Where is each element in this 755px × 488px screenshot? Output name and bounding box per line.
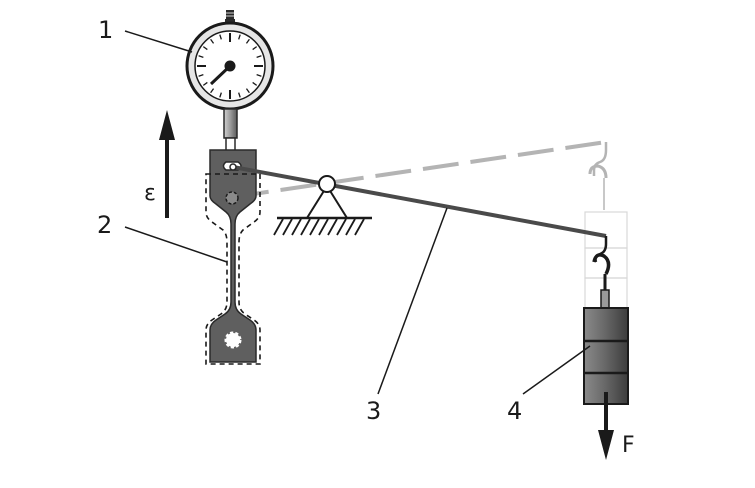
label-1: 1 (98, 16, 113, 44)
weight-assembly (583, 236, 629, 405)
gauge-stem (223, 108, 238, 139)
hatch-line (300, 218, 311, 236)
hatch-line (291, 218, 302, 236)
gauge-tick (219, 34, 222, 40)
gauge-tick (256, 55, 262, 58)
specimen-bottom-hole (224, 331, 242, 349)
specimen-shifted-hole (225, 191, 239, 205)
gauge-tick (219, 92, 222, 98)
gauge-tick (198, 55, 204, 58)
ghost-initial-position (232, 140, 628, 309)
label-2: 2 (97, 211, 112, 239)
gauge-tick (238, 34, 241, 40)
label-4: 4 (507, 397, 522, 425)
dial-gauge (185, 10, 275, 153)
ground-hatching (273, 218, 365, 236)
lever-pin (229, 163, 237, 171)
weight-stack (583, 307, 629, 405)
gauge-tick (210, 38, 215, 44)
specimen-deformed-outline (205, 173, 261, 365)
gauge-tick (210, 88, 215, 94)
leader-line-3 (377, 207, 448, 395)
fulcrum (273, 184, 372, 236)
strain-symbol: ε (144, 181, 156, 206)
hatch-line (273, 218, 284, 236)
gauge-tick (238, 92, 241, 98)
gauge-tick (252, 81, 258, 86)
arrow-down-icon (598, 430, 614, 460)
lever (232, 165, 607, 238)
leader-line-1 (124, 30, 193, 53)
gauge-tick (202, 81, 208, 86)
label-3: 3 (366, 397, 381, 425)
gauge-hub (224, 60, 236, 72)
weight-rod (600, 289, 610, 309)
hatch-line (336, 218, 347, 236)
gauge-tick (252, 46, 258, 51)
gauge-tick (256, 74, 262, 77)
leader-line-4 (522, 345, 591, 395)
hatch-line (354, 218, 365, 236)
gauge-tick (245, 88, 250, 94)
fulcrum-pivot (318, 175, 336, 193)
force-symbol: F (622, 433, 635, 458)
hatch-line (345, 218, 356, 236)
hatch-line (282, 218, 293, 236)
gauge-tick (245, 38, 250, 44)
hatch-line (327, 218, 338, 236)
gauge-tick (202, 46, 208, 51)
ghost-hook-icon (588, 164, 608, 179)
strain-arrow (159, 110, 175, 218)
ghost-lever-dashed (232, 140, 607, 199)
force-arrow (598, 392, 614, 460)
hatch-line (318, 218, 329, 236)
gauge-tick (198, 74, 204, 77)
arrow-up-icon (159, 110, 175, 140)
leader-line-2 (124, 226, 228, 263)
gauge-cap (226, 10, 234, 20)
weight-hook-icon (592, 253, 611, 275)
hatch-line (309, 218, 320, 236)
gauge-ticks (197, 33, 263, 99)
